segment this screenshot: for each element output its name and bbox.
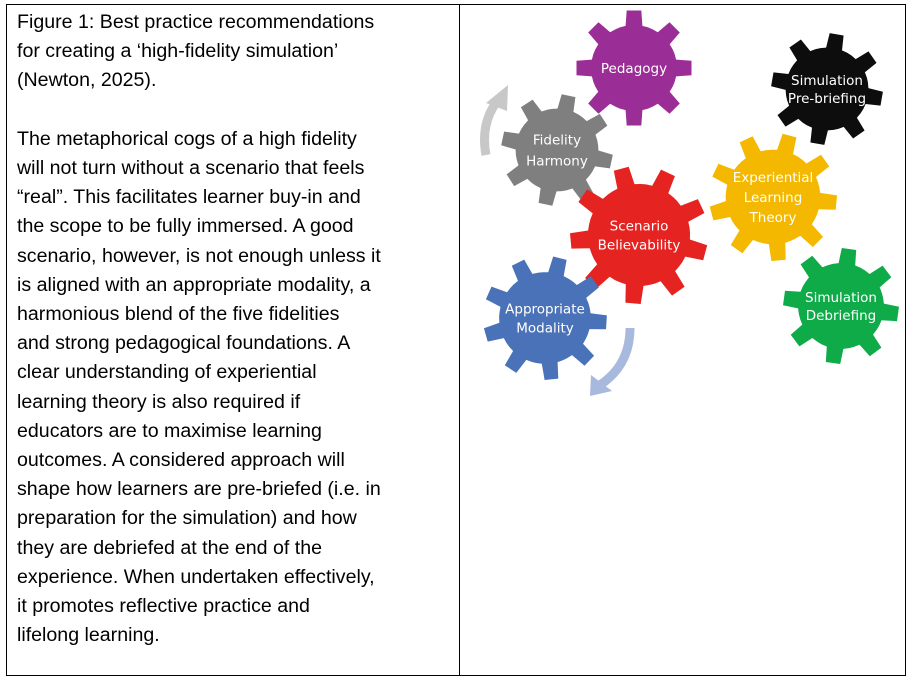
cog-label-line: Appropriate <box>505 302 585 318</box>
cog-shape <box>783 248 899 364</box>
cog-shape <box>483 256 607 380</box>
cog-shape <box>501 94 613 206</box>
cog-label-line: Believability <box>598 238 681 254</box>
cog-label-line: Harmony <box>526 154 588 170</box>
cog-label-line: Pedagogy <box>601 61 667 77</box>
cog-label-line: Learning <box>744 190 803 206</box>
bottom-arrow <box>590 327 635 396</box>
figure-body-text: The metaphorical cogs of a high fidelity… <box>17 127 381 647</box>
figure-caption: Figure 1: Best practice recommendations … <box>17 11 375 92</box>
cog-shape <box>576 10 692 126</box>
text-column: Figure 1: Best practice recommendations … <box>17 8 457 650</box>
cog-label-line: Simulation <box>805 290 877 306</box>
column-divider <box>459 5 460 675</box>
top-arrow <box>480 85 508 156</box>
cog-label-line: Debriefing <box>806 308 877 324</box>
cog-label-line: Simulation <box>791 73 863 89</box>
cog-label-line: Experiential <box>733 170 814 186</box>
cog-label-line: Modality <box>516 321 574 337</box>
cog-shape <box>709 133 837 261</box>
cog-shape <box>570 166 708 304</box>
cog-label-line: Theory <box>749 210 797 226</box>
cog-label-line: Fidelity <box>533 133 581 149</box>
cog-label-line: Scenario <box>610 219 669 235</box>
figure-table: Figure 1: Best practice recommendations … <box>6 4 906 676</box>
cog-label: Pedagogy <box>601 61 667 77</box>
cog-label-line: Pre-briefing <box>788 91 866 107</box>
cog-shape <box>771 33 883 145</box>
cog-pedagogy: Pedagogy <box>576 10 692 126</box>
